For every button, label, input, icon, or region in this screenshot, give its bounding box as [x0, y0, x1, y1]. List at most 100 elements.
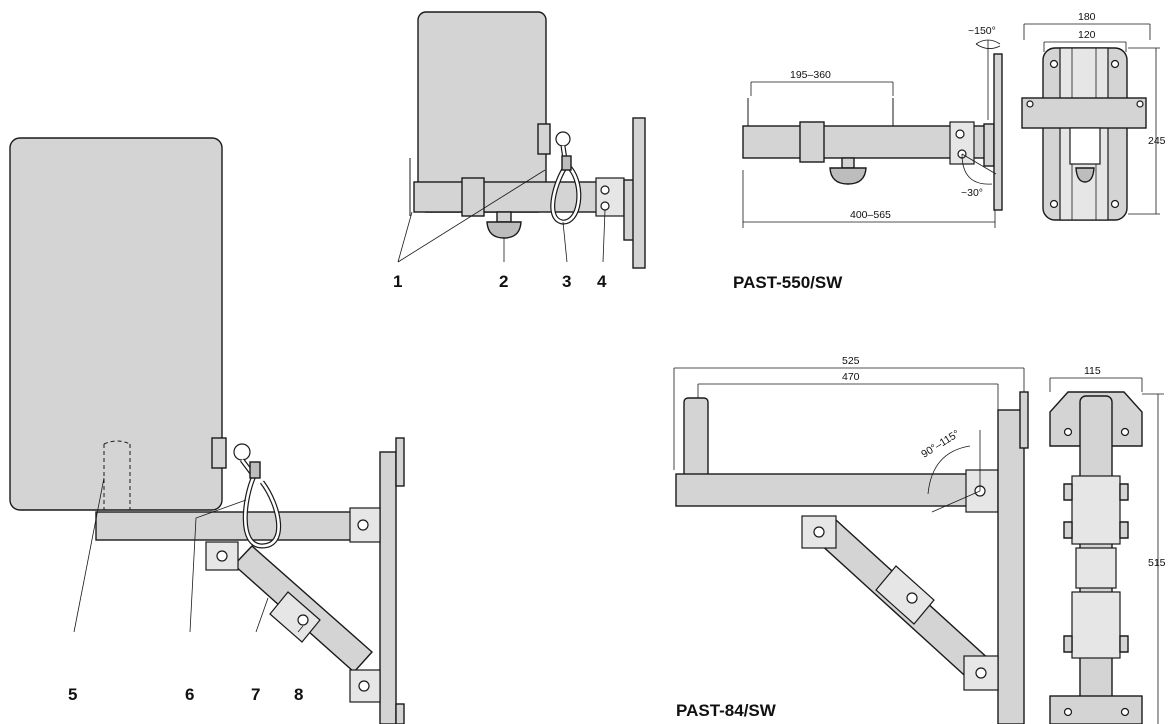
p550-rotation-arrow [975, 39, 1001, 49]
p84-width-dim [1049, 377, 1143, 392]
past550-front-view [1021, 23, 1160, 221]
p84-strut-bottom-bolt [975, 667, 987, 679]
past84-side-view [673, 367, 1029, 724]
p550-front-hole-4 [1110, 199, 1120, 209]
callout-4: 4 [597, 272, 607, 291]
small-knob-stem [496, 211, 512, 223]
leader-5 [73, 477, 105, 633]
p84-front-hole-2 [1120, 427, 1130, 437]
large-bracket-arm [95, 511, 383, 541]
p84-strut-sleeve [875, 565, 935, 625]
p550-knob [829, 167, 867, 185]
large-wall-tab-lower [395, 703, 405, 724]
leader-6 [189, 499, 247, 633]
leader-1a [397, 211, 413, 263]
model-label-past84: PAST-84/SW [676, 701, 777, 720]
small-bracket-arm [413, 181, 631, 213]
large-cable-eye [233, 443, 251, 461]
small-knob [486, 221, 522, 239]
p84-arm: 470 [842, 371, 860, 383]
p550-overall-dim-line [742, 170, 996, 228]
p84-front-bracket [1075, 547, 1117, 589]
p84-arm-dim-line [697, 383, 999, 410]
small-bracket-assembly [397, 11, 646, 269]
large-bracket-assembly [9, 137, 405, 724]
p84-sleeve-bolt [906, 592, 918, 604]
p84-wall-plate [997, 409, 1025, 724]
callout-6: 6 [185, 685, 194, 704]
p550-width-inner-dim [1043, 41, 1127, 52]
small-cable-clamp [561, 155, 572, 171]
p550-front-window [1069, 127, 1101, 165]
p84-tilt-range: 90°–115° [919, 428, 962, 461]
p550-pivot-bolt-1 [955, 129, 965, 139]
small-pivot-bolt-2 [600, 201, 610, 211]
small-wall-plate [632, 117, 646, 269]
p84-arm [675, 473, 1003, 507]
large-mount-socket [103, 440, 131, 510]
callout-5: 5 [68, 685, 77, 704]
p84-plate-width: 115 [1084, 365, 1101, 377]
p550-width-outer-dim [1023, 23, 1151, 40]
large-cable-clamp [249, 461, 261, 479]
p550-overall-range: 400–565 [850, 209, 891, 221]
small-arm-sleeve [461, 177, 485, 217]
p84-tilt-arc [927, 430, 981, 513]
p84-front-block-1 [1071, 475, 1121, 545]
p84-strut-top-bolt [813, 526, 825, 538]
p84-front-nuts-1 [1063, 483, 1129, 501]
leader-3 [562, 221, 568, 263]
p84-wall-tab [1019, 391, 1029, 449]
large-strut-top-bolt [216, 550, 228, 562]
p84-front-nuts-3 [1063, 635, 1129, 653]
p84-front-hole-4 [1120, 707, 1130, 717]
callout-1: 1 [393, 272, 402, 291]
large-arm-bolt [357, 519, 369, 531]
p550-hinge [983, 123, 995, 167]
p550-front-hole-1 [1049, 59, 1059, 69]
p550-width-inner: 120 [1078, 29, 1096, 41]
large-wall-plate [379, 451, 397, 724]
large-cable-anchor [211, 437, 227, 469]
p84-front-block-2 [1071, 591, 1121, 659]
large-wall-tab-upper [395, 437, 405, 487]
small-pivot-bolt-1 [600, 185, 610, 195]
large-sleeve-bolt [297, 614, 309, 626]
p84-front-hole-1 [1063, 427, 1073, 437]
p550-front-hole-3 [1049, 199, 1059, 209]
large-strut-bottom-bolt [358, 680, 370, 692]
small-cable-anchor [537, 123, 551, 155]
p550-wall-plate [993, 53, 1003, 211]
p84-front-nuts-2 [1063, 521, 1129, 539]
model-label-past550: PAST-550/SW [733, 273, 843, 292]
p84-mount-post [683, 397, 709, 479]
p550-arm-dim-line [750, 81, 894, 96]
p550-front-crossbar [1021, 97, 1147, 129]
p550-rotation: ~150° [968, 25, 996, 37]
p550-width-outer: 180 [1078, 11, 1096, 23]
p550-front-hole-6 [1136, 100, 1144, 108]
p84-overall: 525 [842, 355, 860, 367]
past550-side-view [742, 39, 1003, 228]
p550-arm [742, 125, 988, 159]
small-pivot-block [595, 177, 625, 217]
past84-front-view [1049, 377, 1164, 724]
leader-1b [397, 169, 546, 263]
leader-8 [297, 625, 304, 633]
p550-front-hole-2 [1110, 59, 1120, 69]
leader-4 [602, 209, 606, 263]
p550-speaker-clamp [747, 98, 894, 127]
large-strut-sleeve [269, 591, 321, 643]
p550-arm-sleeve [799, 121, 825, 163]
p84-overall-dim-line [673, 367, 1025, 470]
p550-tilt-arc [961, 153, 997, 185]
p550-front-knob [1075, 167, 1095, 183]
p84-height-dim [1142, 393, 1164, 724]
callout-2: 2 [499, 272, 508, 291]
p550-tilt: ~30° [961, 187, 983, 199]
p84-front-hole-3 [1063, 707, 1073, 717]
small-cable-eye [555, 131, 571, 147]
large-speaker [9, 137, 223, 511]
p84-plate-height: 515 [1148, 557, 1166, 569]
